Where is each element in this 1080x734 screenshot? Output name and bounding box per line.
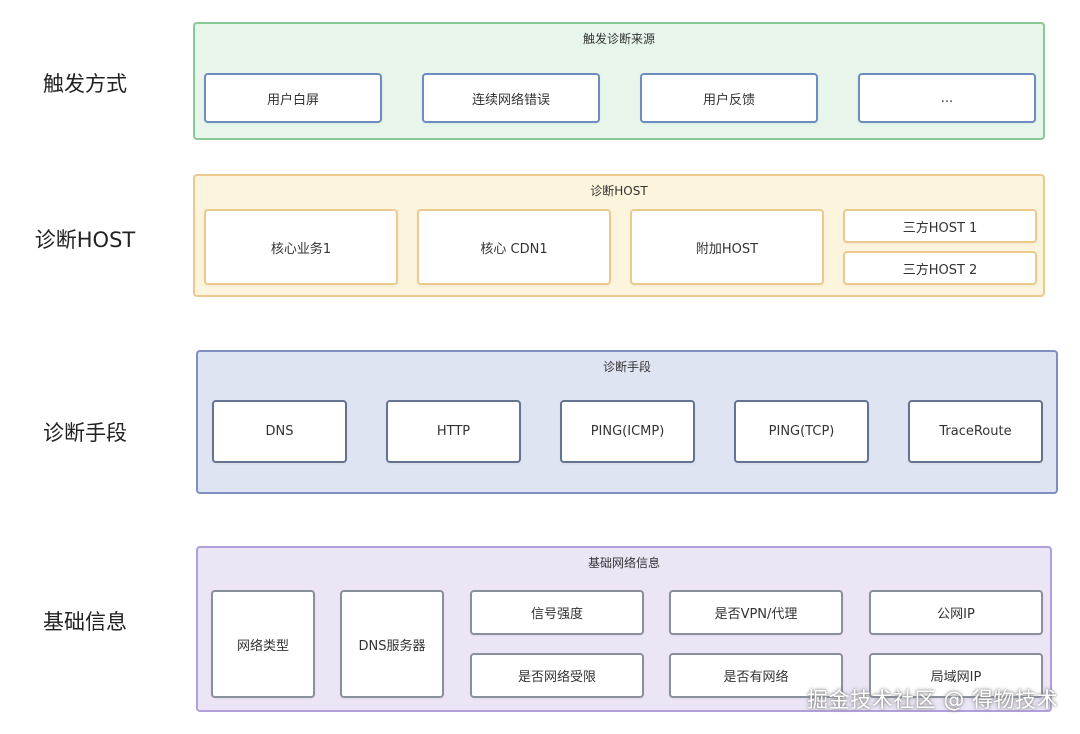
info-public-ip: 公网IP (869, 590, 1043, 635)
trigger-white-screen: 用户白屏 (204, 73, 382, 123)
info-vpn-proxy: 是否VPN/代理 (669, 590, 843, 635)
diagnose-host-panel: 诊断HOST 核心业务1 核心 CDN1 附加HOST 三方HOST 1 三方H… (193, 174, 1045, 297)
row-label-host: 诊断HOST (34, 228, 136, 252)
trigger-user-feedback: 用户反馈 (640, 73, 818, 123)
method-ping-icmp: PING(ICMP) (560, 400, 695, 463)
host-additional: 附加HOST (630, 209, 824, 285)
trigger-network-errors: 连续网络错误 (422, 73, 600, 123)
method-ping-tcp: PING(TCP) (734, 400, 869, 463)
row-label-trigger: 触发方式 (43, 72, 127, 96)
watermark: 掘金技术社区 @ 得物技术 (807, 688, 1058, 712)
info-lan-ip: 局域网IP (869, 653, 1043, 698)
info-dns-server: DNS服务器 (340, 590, 444, 698)
info-signal-strength: 信号强度 (470, 590, 644, 635)
host-third-party-2: 三方HOST 2 (843, 251, 1037, 285)
host-core-business: 核心业务1 (204, 209, 398, 285)
row-label-method: 诊断手段 (43, 421, 127, 445)
info-network-type: 网络类型 (211, 590, 315, 698)
info-has-network: 是否有网络 (669, 653, 843, 698)
base-network-info-title: 基础网络信息 (587, 556, 660, 570)
trigger-source-title: 触发诊断来源 (582, 32, 655, 46)
method-http: HTTP (386, 400, 521, 463)
method-traceroute: TraceRoute (908, 400, 1043, 463)
trigger-more: ... (858, 73, 1036, 123)
info-network-restricted: 是否网络受限 (470, 653, 644, 698)
diagnose-method-panel: 诊断手段 DNS HTTP PING(ICMP) PING(TCP) Trace… (196, 350, 1058, 494)
base-network-info-panel: 基础网络信息 网络类型 DNS服务器 信号强度 是否VPN/代理 公网IP 是否… (196, 546, 1052, 712)
diagnose-method-title: 诊断手段 (602, 360, 651, 374)
host-third-party-1: 三方HOST 1 (843, 209, 1037, 243)
host-core-cdn: 核心 CDN1 (417, 209, 611, 285)
method-dns: DNS (212, 400, 347, 463)
diagnose-host-title: 诊断HOST (590, 184, 648, 198)
trigger-source-panel: 触发诊断来源 用户白屏 连续网络错误 用户反馈 ... (193, 22, 1045, 140)
row-label-base-info: 基础信息 (43, 610, 127, 634)
